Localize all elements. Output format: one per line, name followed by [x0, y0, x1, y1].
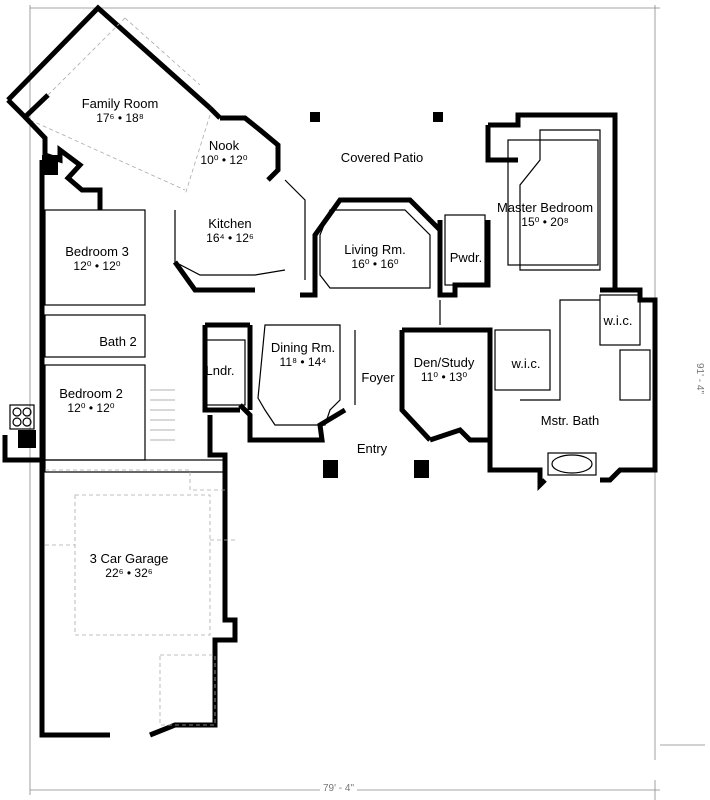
overall-width-dimension: 79' - 4"	[320, 783, 358, 794]
room-family-room: Family Room 17⁶ • 18⁸	[81, 96, 159, 125]
room-wic-master: w.i.c.	[603, 313, 633, 328]
room-den-study: Den/Study 11⁰ • 13⁰	[413, 355, 475, 384]
room-entry: Entry	[356, 441, 388, 456]
room-covered-patio: Covered Patio	[340, 150, 424, 165]
room-living: Living Rm. 16⁰ • 16⁰	[344, 242, 406, 271]
room-garage: 3 Car Garage 22⁶ • 32⁶	[89, 551, 169, 580]
room-master-bedroom: Master Bedroom 15⁰ • 20⁸	[496, 200, 594, 229]
room-foyer: Foyer	[361, 370, 395, 385]
exterior-walls	[2, 112, 658, 738]
garage-outlines	[45, 469, 235, 726]
family-room-walls	[6, 4, 222, 196]
room-dining: Dining Rm. 11⁸ • 14⁴	[270, 340, 336, 369]
room-kitchen: Kitchen 16⁴ • 12⁶	[206, 216, 254, 245]
room-bath-2: Bath 2	[99, 334, 137, 349]
room-powder: Pwdr.	[449, 250, 483, 265]
room-laundry: Lndr.	[205, 363, 235, 378]
interior-walls	[44, 129, 651, 473]
fixtures	[9, 389, 597, 476]
room-bedroom-2: Bedroom 2 12⁰ • 12⁰	[59, 386, 123, 415]
room-nook: Nook 10⁰ • 12⁰	[200, 138, 248, 167]
room-master-bath: Mstr. Bath	[540, 413, 600, 428]
room-wic: w.i.c.	[511, 356, 541, 371]
room-bedroom-3: Bedroom 3 12⁰ • 12⁰	[65, 244, 129, 273]
overall-depth-dimension: 91' - 4"	[694, 360, 705, 398]
columns	[18, 112, 443, 478]
